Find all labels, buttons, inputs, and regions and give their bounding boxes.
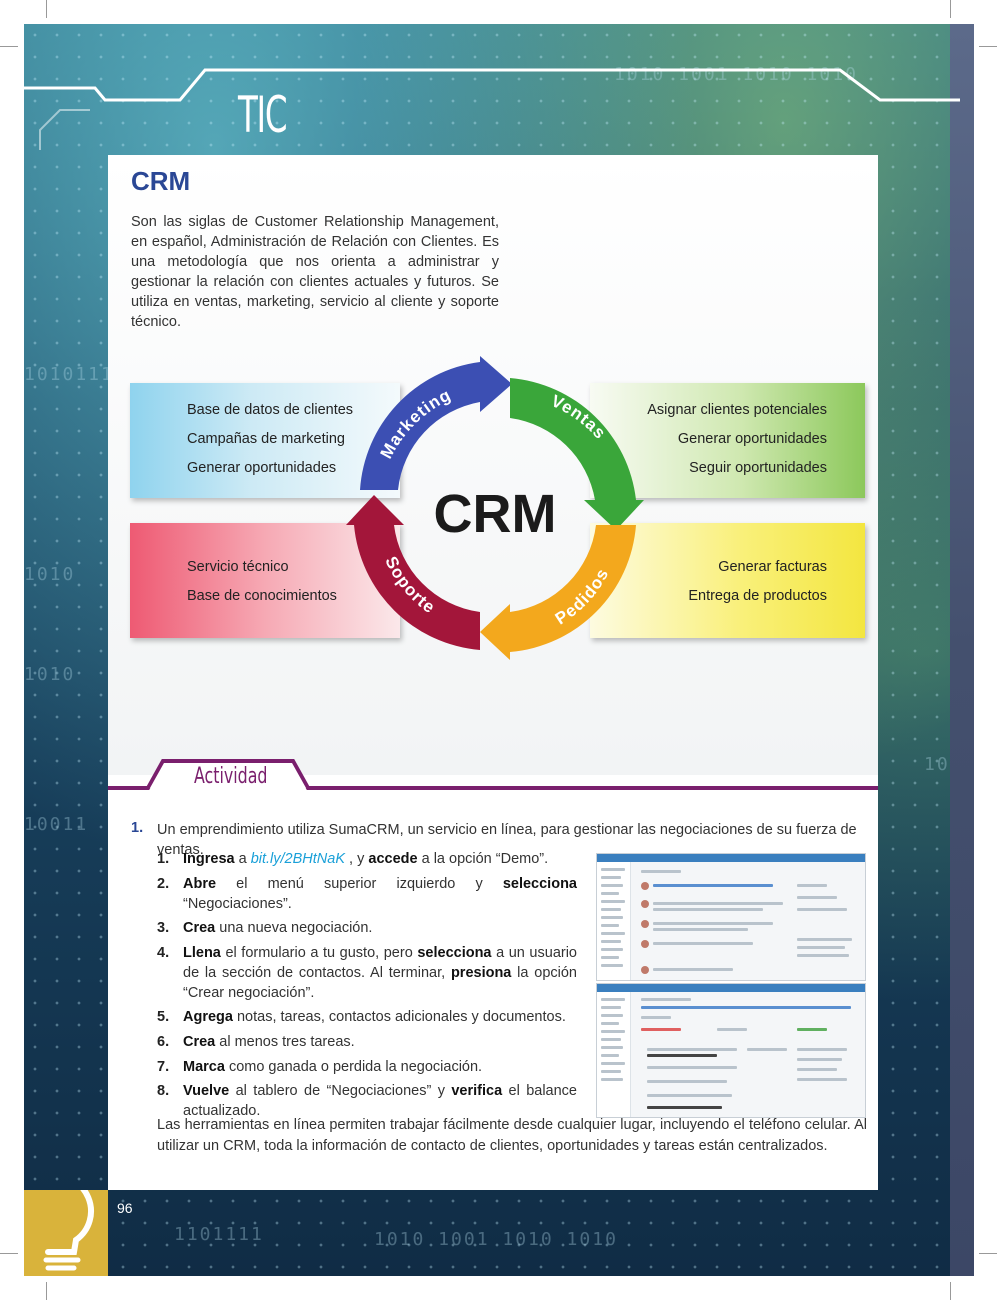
activity-header-bar bbox=[108, 759, 878, 790]
intro-paragraph: Son las siglas de Customer Relationship … bbox=[131, 214, 499, 330]
ventas-item: Seguir oportunidades bbox=[689, 460, 827, 476]
soporte-item: Servicio técnico bbox=[187, 559, 289, 575]
step-item: 2.Abre el menú superior izquierdo y sele… bbox=[157, 875, 577, 912]
lightbulb-badge bbox=[24, 1167, 108, 1276]
step-item: 3.Crea una nueva negociación. bbox=[157, 920, 373, 937]
ventas-arrow bbox=[510, 378, 644, 530]
page-number: 96 bbox=[117, 1200, 133, 1216]
lightbulb-icon bbox=[33, 1167, 94, 1271]
pedidos-item: Entrega de productos bbox=[688, 588, 827, 604]
step-item: 7.Marca como ganada o perdida la negocia… bbox=[157, 1058, 483, 1075]
diagram-center-label: CRM bbox=[433, 484, 557, 544]
soporte-arrow bbox=[346, 495, 480, 650]
page-title: CRM bbox=[131, 166, 191, 196]
demo-link[interactable]: bit.ly/2BHtNaK bbox=[250, 851, 346, 867]
sumacrm-screenshot-negociaciones bbox=[596, 983, 866, 1118]
ventas-box: Asignar clientes potenciales Generar opo… bbox=[590, 383, 865, 498]
closing-paragraph: Las herramientas en línea permiten traba… bbox=[157, 1117, 867, 1154]
step-item: 5.Agrega notas, tareas, contactos adicio… bbox=[157, 1009, 566, 1026]
step-item: 1.Ingresa a bit.ly/2BHtNaK , y accede a … bbox=[157, 851, 549, 867]
step-item: 8.Vuelve al tablero de “Negociaciones” y… bbox=[157, 1083, 577, 1120]
ventas-item: Asignar clientes potenciales bbox=[647, 402, 827, 418]
question-number: 1. bbox=[131, 820, 144, 836]
marketing-box: Base de datos de clientes Campañas de ma… bbox=[130, 383, 400, 498]
sumacrm-screenshot-dashboard bbox=[596, 853, 866, 981]
marketing-item: Campañas de marketing bbox=[187, 431, 345, 447]
soporte-box: Servicio técnico Base de conocimientos bbox=[130, 523, 400, 638]
marketing-item: Base de datos de clientes bbox=[187, 402, 354, 418]
steps-list: 1.Ingresa a bit.ly/2BHtNaK , y accede a … bbox=[157, 849, 577, 1126]
pedidos-arrow bbox=[480, 525, 636, 660]
step-item: 6.Crea al menos tres tareas. bbox=[157, 1033, 355, 1050]
pedidos-box: Generar facturas Entrega de productos bbox=[590, 523, 865, 638]
marketing-item: Generar oportunidades bbox=[187, 460, 337, 476]
section-title: TIC bbox=[238, 86, 288, 144]
right-edge-strip bbox=[950, 24, 974, 1276]
question-text: Un emprendimiento utiliza SumaCRM, un se… bbox=[157, 822, 857, 858]
step-item: 4.Llena el formulario a tu gusto, pero s… bbox=[157, 944, 577, 1001]
pedidos-item: Generar facturas bbox=[718, 559, 827, 575]
activity-label: Actividad bbox=[194, 764, 268, 789]
crm-cycle-diagram: Marketing Ventas Pedidos Soporte bbox=[346, 356, 644, 660]
soporte-item: Base de conocimientos bbox=[187, 588, 337, 604]
marketing-arrow bbox=[360, 356, 512, 490]
ventas-item: Generar oportunidades bbox=[677, 431, 827, 447]
